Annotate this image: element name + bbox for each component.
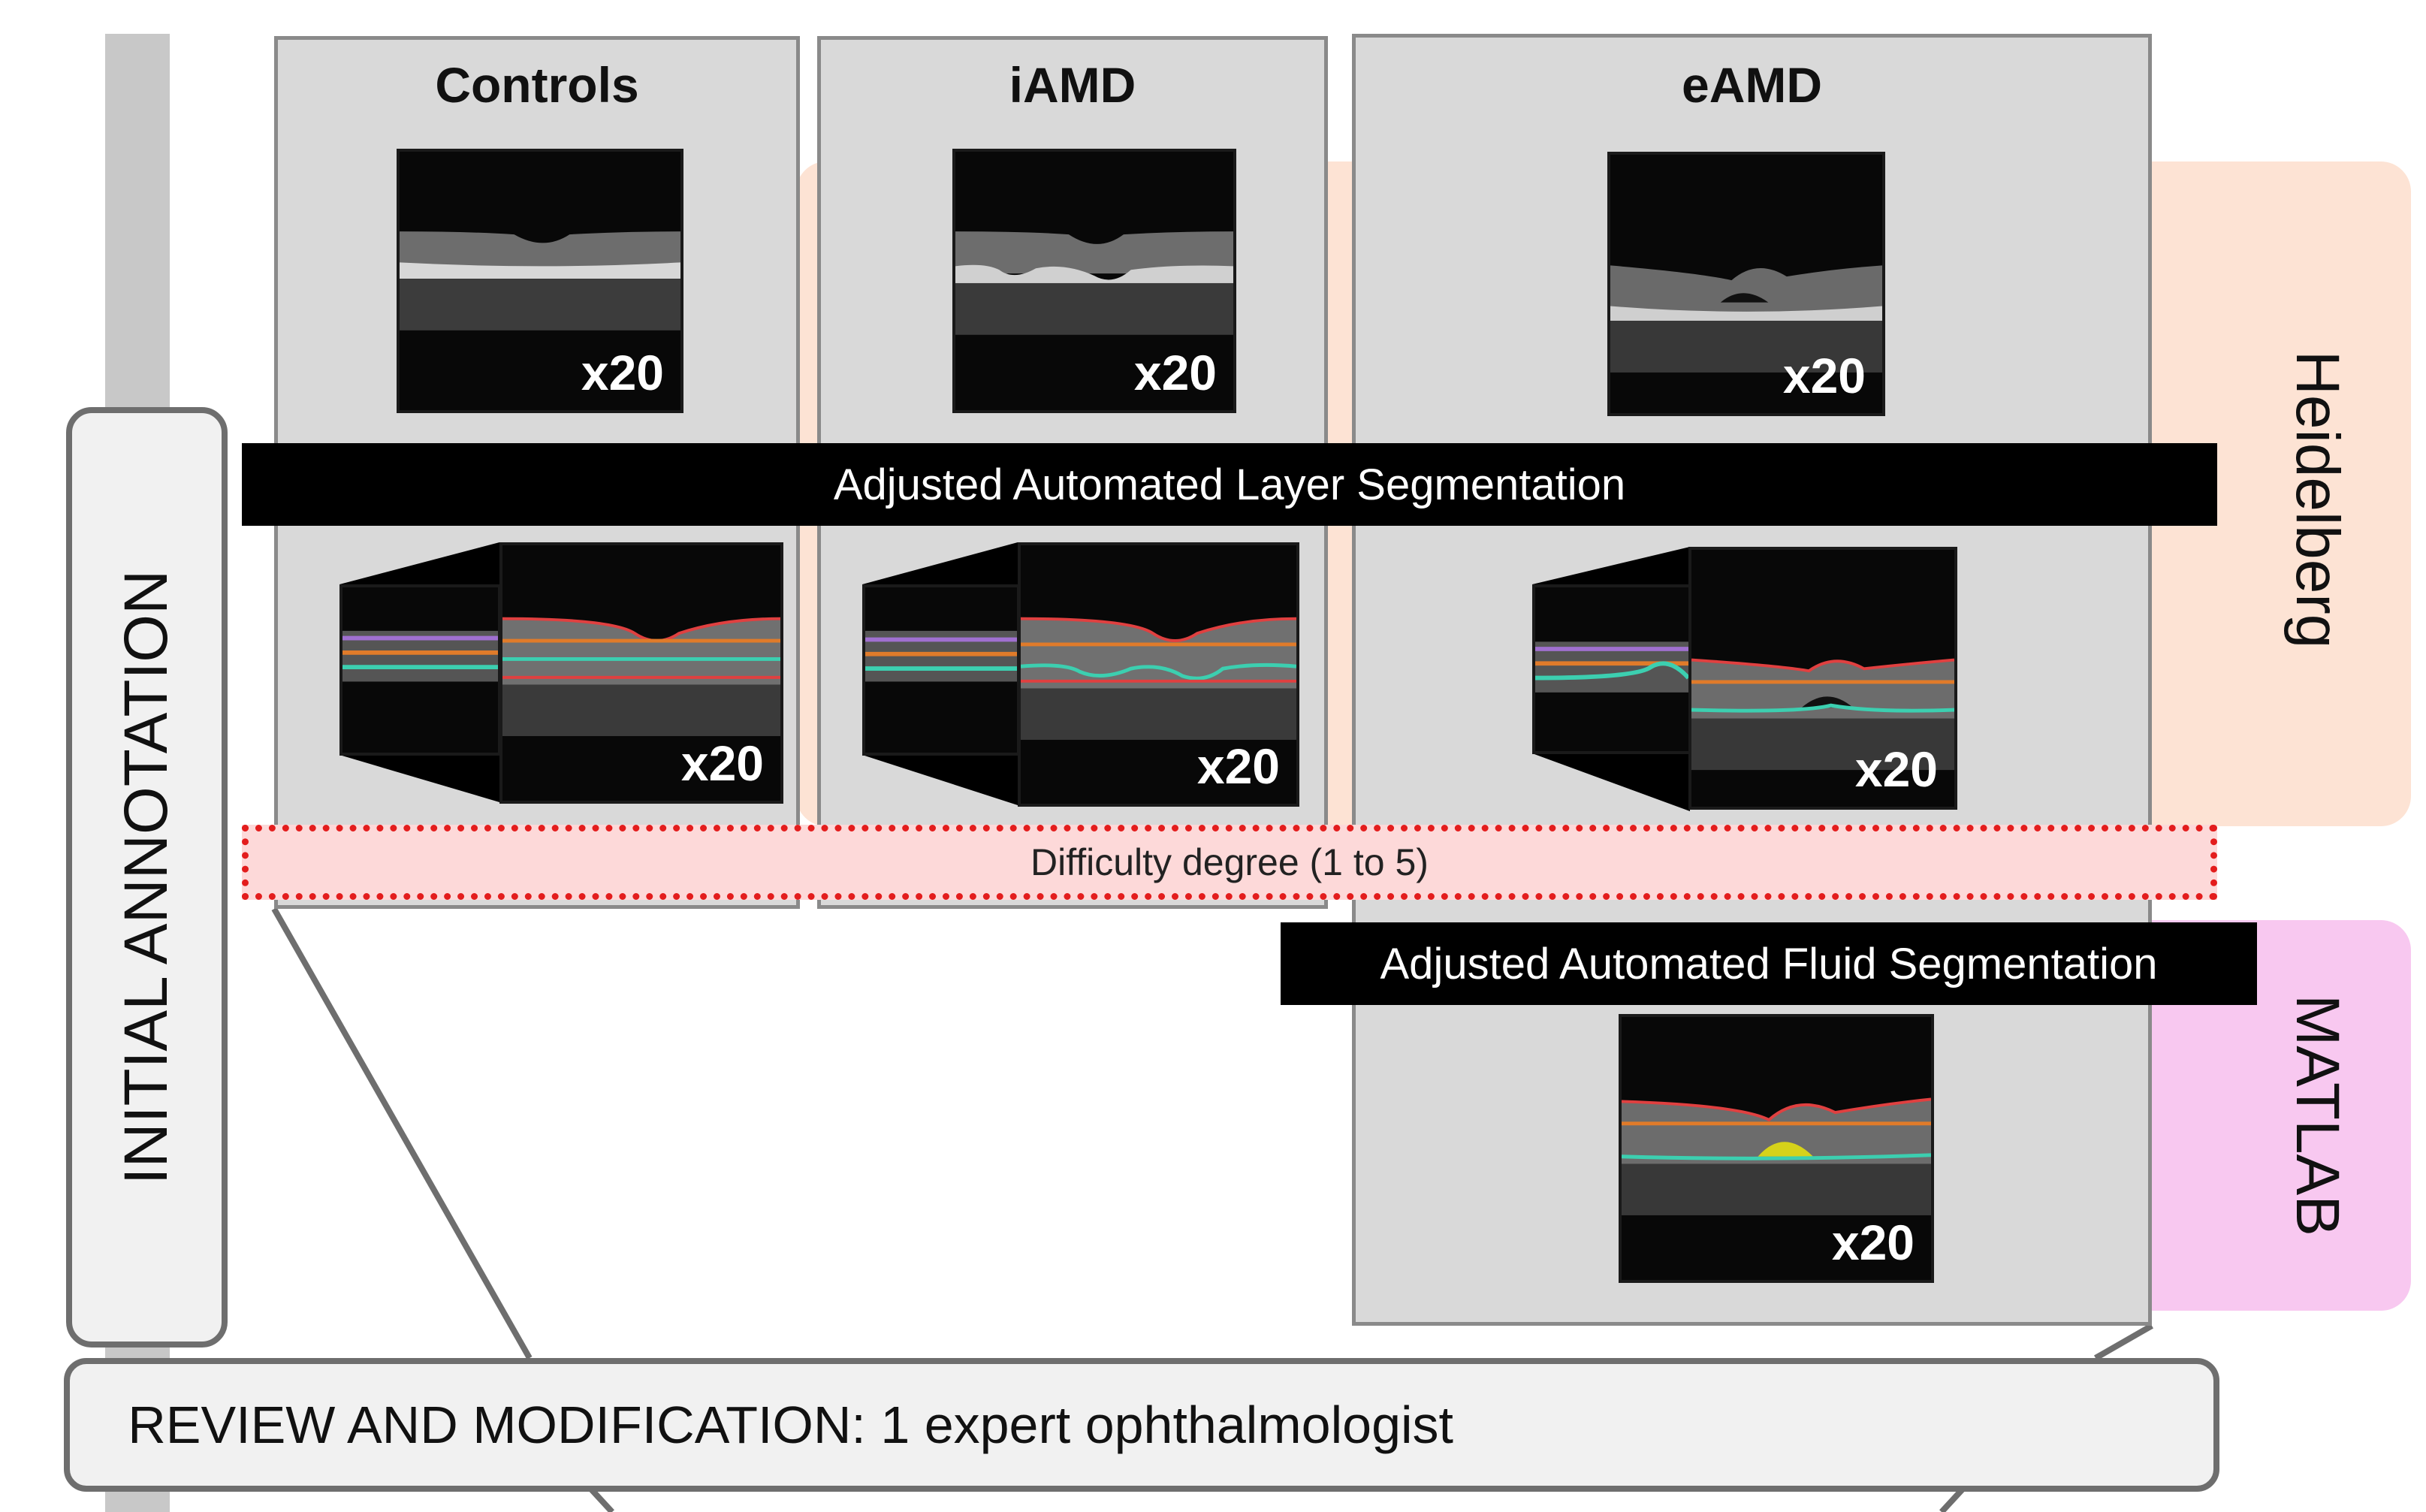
connector-left [271, 907, 533, 1360]
seg-thumb-controls [339, 584, 501, 756]
difficulty-degree-band: Difficulty degree (1 to 5) [242, 825, 2217, 900]
oct-scan-controls: x20 [397, 149, 683, 413]
magnification-iamd: x20 [1133, 345, 1217, 400]
connector-right [2094, 1323, 2153, 1361]
fluid-seg-scan: x20 [1619, 1014, 1934, 1283]
layer-segmentation-bar: Adjusted Automated Layer Segmentation [242, 443, 2217, 526]
seg-thumb-eamd [1532, 584, 1691, 754]
seg-thumb-iamd [862, 584, 1020, 756]
seg-scan-controls: x20 [499, 542, 783, 804]
review-label: REVIEW AND MODIFICATION: 1 expert ophtha… [128, 1396, 1453, 1454]
oct-scan-eamd: x20 [1607, 152, 1885, 416]
magnification-eamd: x20 [1782, 348, 1866, 403]
seg-magnification-eamd: x20 [1854, 741, 1938, 797]
matlab-label: MATLAB [2283, 994, 2352, 1236]
review-box [64, 1358, 2219, 1492]
oct-scan-iamd: x20 [952, 149, 1236, 413]
column-title-iamd: iAMD [1009, 57, 1136, 113]
fluid-segmentation-bar: Adjusted Automated Fluid Segmentation [1281, 922, 2257, 1005]
magnification-controls: x20 [581, 345, 664, 400]
heidelberg-label: Heidelberg [2283, 350, 2352, 649]
seg-magnification-controls: x20 [680, 735, 764, 791]
seg-scan-iamd: x20 [1018, 542, 1299, 807]
initial-annotation-box [66, 407, 228, 1348]
column-title-controls: Controls [435, 57, 639, 113]
column-title-eamd: eAMD [1681, 57, 1822, 113]
seg-magnification-iamd: x20 [1196, 738, 1280, 794]
initial-annotation-label: INITIAL ANNOTATION [112, 569, 180, 1185]
seg-scan-eamd: x20 [1688, 547, 1957, 810]
fluid-magnification: x20 [1831, 1215, 1915, 1270]
